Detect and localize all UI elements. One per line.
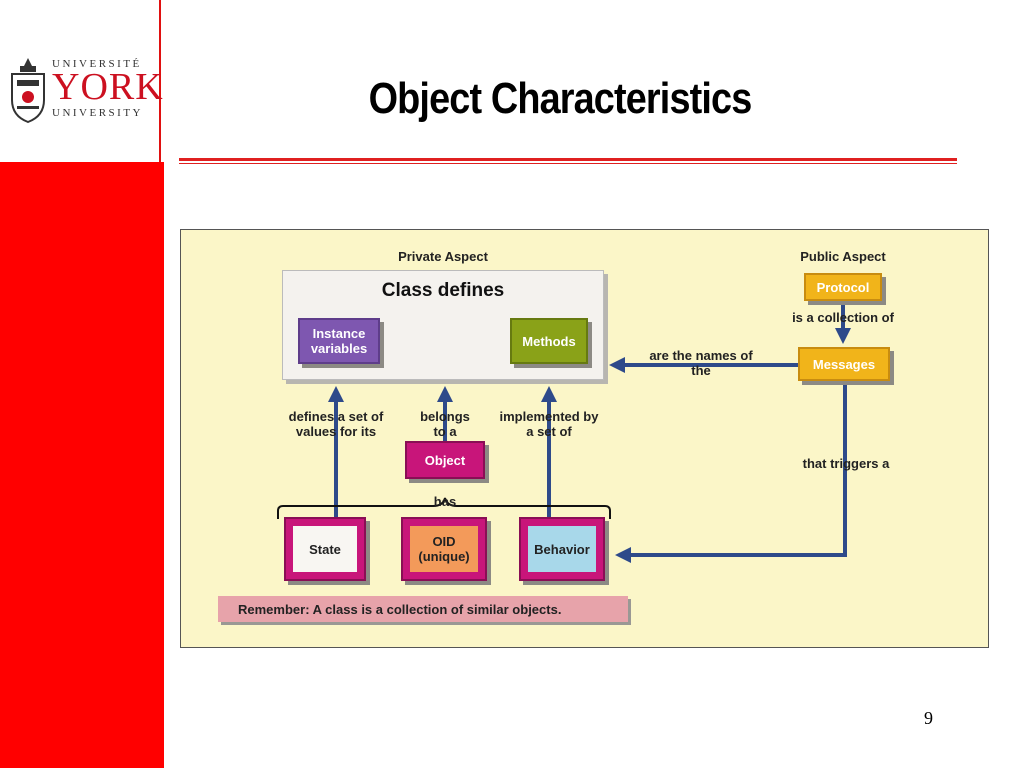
- title-underline-thin: [179, 163, 957, 164]
- object-characteristics-diagram: Private Aspect Public Aspect Class defin…: [180, 229, 989, 648]
- label-belongs-to: belongs to a: [420, 409, 470, 439]
- label-has: has: [433, 494, 457, 509]
- logo-text-york: YORK: [52, 66, 164, 108]
- york-university-logo: UNIVERSITÉ YORK UNIVERSITY: [8, 56, 163, 124]
- crest-icon: [11, 58, 45, 124]
- label-names-of: are the names of the: [649, 348, 753, 378]
- sidebar-divider: [159, 0, 161, 162]
- label-public-aspect: Public Aspect: [800, 249, 886, 264]
- logo-text-universite: UNIVERSITÉ: [52, 58, 142, 70]
- sidebar-red-panel: [0, 162, 164, 768]
- behavior-label: Behavior: [528, 526, 596, 572]
- slide-title: Object Characteristics: [368, 74, 753, 123]
- state-label: State: [293, 526, 357, 572]
- arrow-messages-to-behavior: [615, 381, 847, 563]
- methods-box: Methods: [510, 318, 588, 364]
- behavior-box: Behavior: [519, 517, 605, 581]
- object-box: Object: [405, 441, 485, 479]
- label-private-aspect: Private Aspect: [398, 249, 488, 264]
- oid-label: OID (unique): [410, 526, 478, 572]
- page-number: 9: [924, 708, 933, 728]
- protocol-box: Protocol: [804, 273, 882, 301]
- state-box: State: [284, 517, 366, 581]
- diagram-arrows: [277, 301, 851, 563]
- title-underline-thick: [179, 158, 957, 161]
- class-defines-title: Class defines: [381, 280, 505, 301]
- remember-note: Remember: A class is a collection of sim…: [218, 596, 628, 622]
- messages-box: Messages: [798, 347, 890, 381]
- oid-box: OID (unique): [401, 517, 487, 581]
- label-triggers: that triggers a: [802, 456, 890, 471]
- logo-text-university: UNIVERSITY: [52, 107, 143, 119]
- label-implemented-by: implemented by a set of: [499, 409, 599, 439]
- label-collection-of: is a collection of: [792, 310, 894, 325]
- instance-variables-box: Instance variables: [298, 318, 380, 364]
- has-brace: [277, 497, 611, 519]
- label-defines-values: defines a set of values for its: [288, 409, 384, 439]
